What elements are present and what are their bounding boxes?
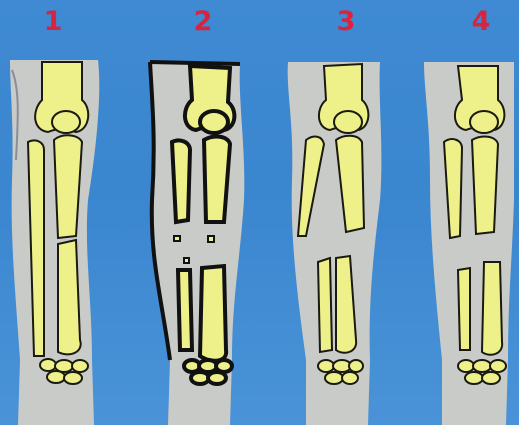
panel-4-leg	[424, 62, 514, 425]
panel-2-ankle-bones	[184, 360, 232, 384]
panel-4-patella	[470, 111, 498, 133]
panel-1-patella	[52, 111, 80, 133]
panel-2-leg	[150, 62, 244, 425]
panel-1-leg	[10, 60, 99, 425]
panel-4-tibia-upper	[472, 137, 498, 234]
panel-4-ankle-bones	[458, 360, 506, 384]
panel-3-ankle-bones	[318, 360, 363, 384]
panel-2-tibia-lower	[200, 266, 226, 361]
panel-2-fibula-upper	[172, 140, 190, 222]
panel-4-tibia-lower	[482, 262, 502, 355]
panel-3-patella	[334, 111, 362, 133]
panel-3-fibula-lower	[318, 258, 332, 352]
panel-2-patella	[200, 111, 228, 133]
panel-2-tibia-upper	[204, 137, 230, 222]
panel-1-tibia-lower	[58, 240, 81, 354]
panel-2-fibula-lower	[178, 270, 192, 350]
panel-4-fibula-lower	[458, 268, 470, 350]
panel-1-ankle-bones	[40, 359, 88, 384]
panel-1-tibia-upper	[54, 135, 82, 238]
panel-3-leg	[288, 62, 382, 425]
